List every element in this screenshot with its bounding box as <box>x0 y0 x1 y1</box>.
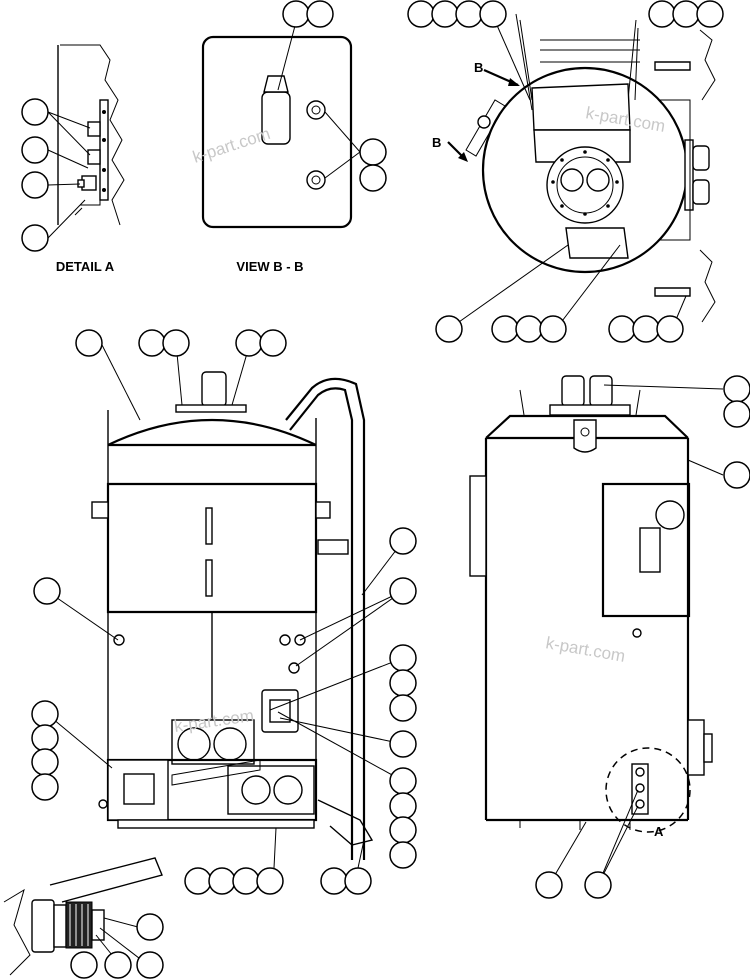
detail-a-label: DETAIL A <box>56 259 115 274</box>
watermark-3: k-part.com <box>544 633 626 666</box>
view-bb: VIEW B - B <box>201 0 387 274</box>
fitting-detail <box>3 857 164 979</box>
arrow-b-upper: B <box>474 60 483 75</box>
detail-marker-a: A <box>654 824 664 839</box>
front-view <box>31 329 417 895</box>
view-bb-label: VIEW B - B <box>236 259 303 274</box>
detail-a-view: DETAIL A <box>21 44 125 274</box>
side-view: A <box>469 375 750 899</box>
arrow-b-lower: B <box>432 135 441 150</box>
top-view: B B <box>407 0 724 343</box>
